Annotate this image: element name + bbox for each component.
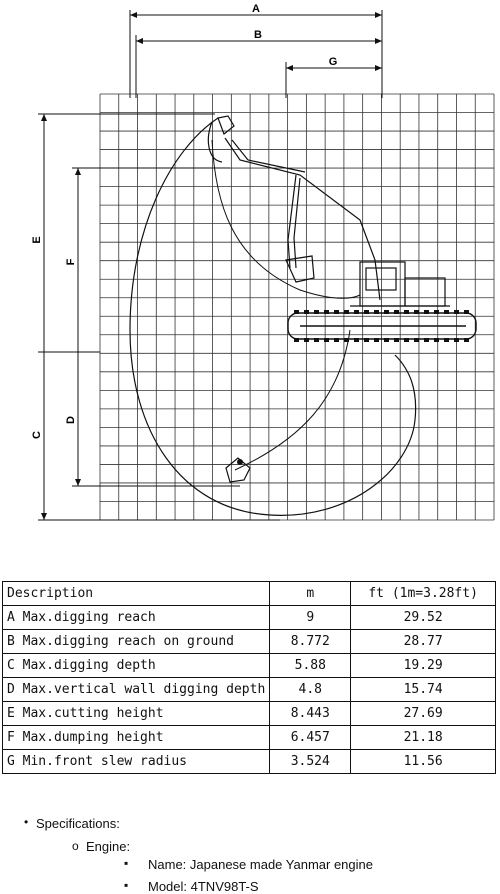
engine-name-item: ▪ Name: Japanese made Yanmar engine	[124, 856, 373, 872]
header-ft: ft (1m=3.28ft)	[350, 581, 496, 606]
engine-item: o Engine:	[72, 839, 131, 854]
header-description: Description	[1, 581, 271, 606]
row-m: 3.524	[269, 749, 352, 774]
bucket-lowered	[225, 457, 251, 483]
dim-label-e: E	[31, 236, 43, 243]
bucket-pin	[237, 459, 243, 465]
row-description: A Max.digging reach	[1, 605, 271, 630]
row-m: 6.457	[269, 725, 352, 750]
row-ft: 28.77	[350, 629, 496, 654]
row-description: E Max.cutting height	[1, 701, 271, 726]
row-m: 5.88	[269, 653, 352, 678]
bullet-dot-icon: •	[24, 815, 29, 829]
row-description: F Max.dumping height	[1, 725, 271, 750]
row-description: C Max.digging depth	[1, 653, 271, 678]
track-links	[294, 310, 469, 342]
row-m: 8.772	[269, 629, 352, 654]
specifications-item: • Specifications:	[24, 815, 120, 831]
row-ft: 29.52	[350, 605, 496, 630]
digging-curve	[234, 329, 351, 471]
engine-model: Model: 4TNV98T-S	[148, 879, 259, 894]
dimension-arrows	[41, 12, 382, 520]
dimension-lines	[38, 10, 383, 521]
dim-label-a: A	[252, 3, 260, 15]
bullet-square-icon: ▪	[124, 878, 129, 892]
row-description: D Max.vertical wall digging depth	[1, 677, 271, 702]
excavator-body	[350, 261, 450, 307]
dim-label-g: G	[329, 56, 338, 68]
grid	[99, 93, 495, 521]
row-m: 4.8	[269, 677, 352, 702]
bullet-square-icon: ▪	[124, 856, 129, 870]
row-description: G Min.front slew radius	[1, 749, 271, 774]
engine-name: Name: Japanese made Yanmar engine	[148, 857, 373, 872]
header-m: m	[269, 581, 352, 606]
row-ft: 11.56	[350, 749, 496, 774]
row-ft: 27.69	[350, 701, 496, 726]
table-header-row: Description m ft (1m=3.28ft)	[1, 581, 496, 606]
row-ft: 15.74	[350, 677, 496, 702]
track	[287, 312, 477, 340]
dim-label-d: D	[65, 416, 77, 424]
bullet-circle-icon: o	[72, 839, 79, 853]
row-m: 9	[269, 605, 352, 630]
specifications-title: Specifications:	[36, 816, 120, 831]
row-description: B Max.digging reach on ground	[1, 629, 271, 654]
dim-label-c: C	[31, 431, 43, 439]
excavator-arm	[207, 115, 381, 301]
engine-label: Engine:	[86, 839, 131, 854]
excavator-working-range-diagram: A B G E F C D	[31, 3, 495, 521]
engine-model-item: ▪ Model: 4TNV98T-S	[124, 878, 259, 894]
working-range-envelope	[129, 117, 417, 516]
row-ft: 19.29	[350, 653, 496, 678]
dim-label-b: B	[254, 29, 262, 41]
dim-label-f: F	[65, 258, 77, 265]
inner-envelope	[211, 139, 361, 299]
row-m: 8.443	[269, 701, 352, 726]
row-ft: 21.18	[350, 725, 496, 750]
working-range-table: Description m ft (1m=3.28ft) A Max.diggi…	[1, 581, 496, 774]
